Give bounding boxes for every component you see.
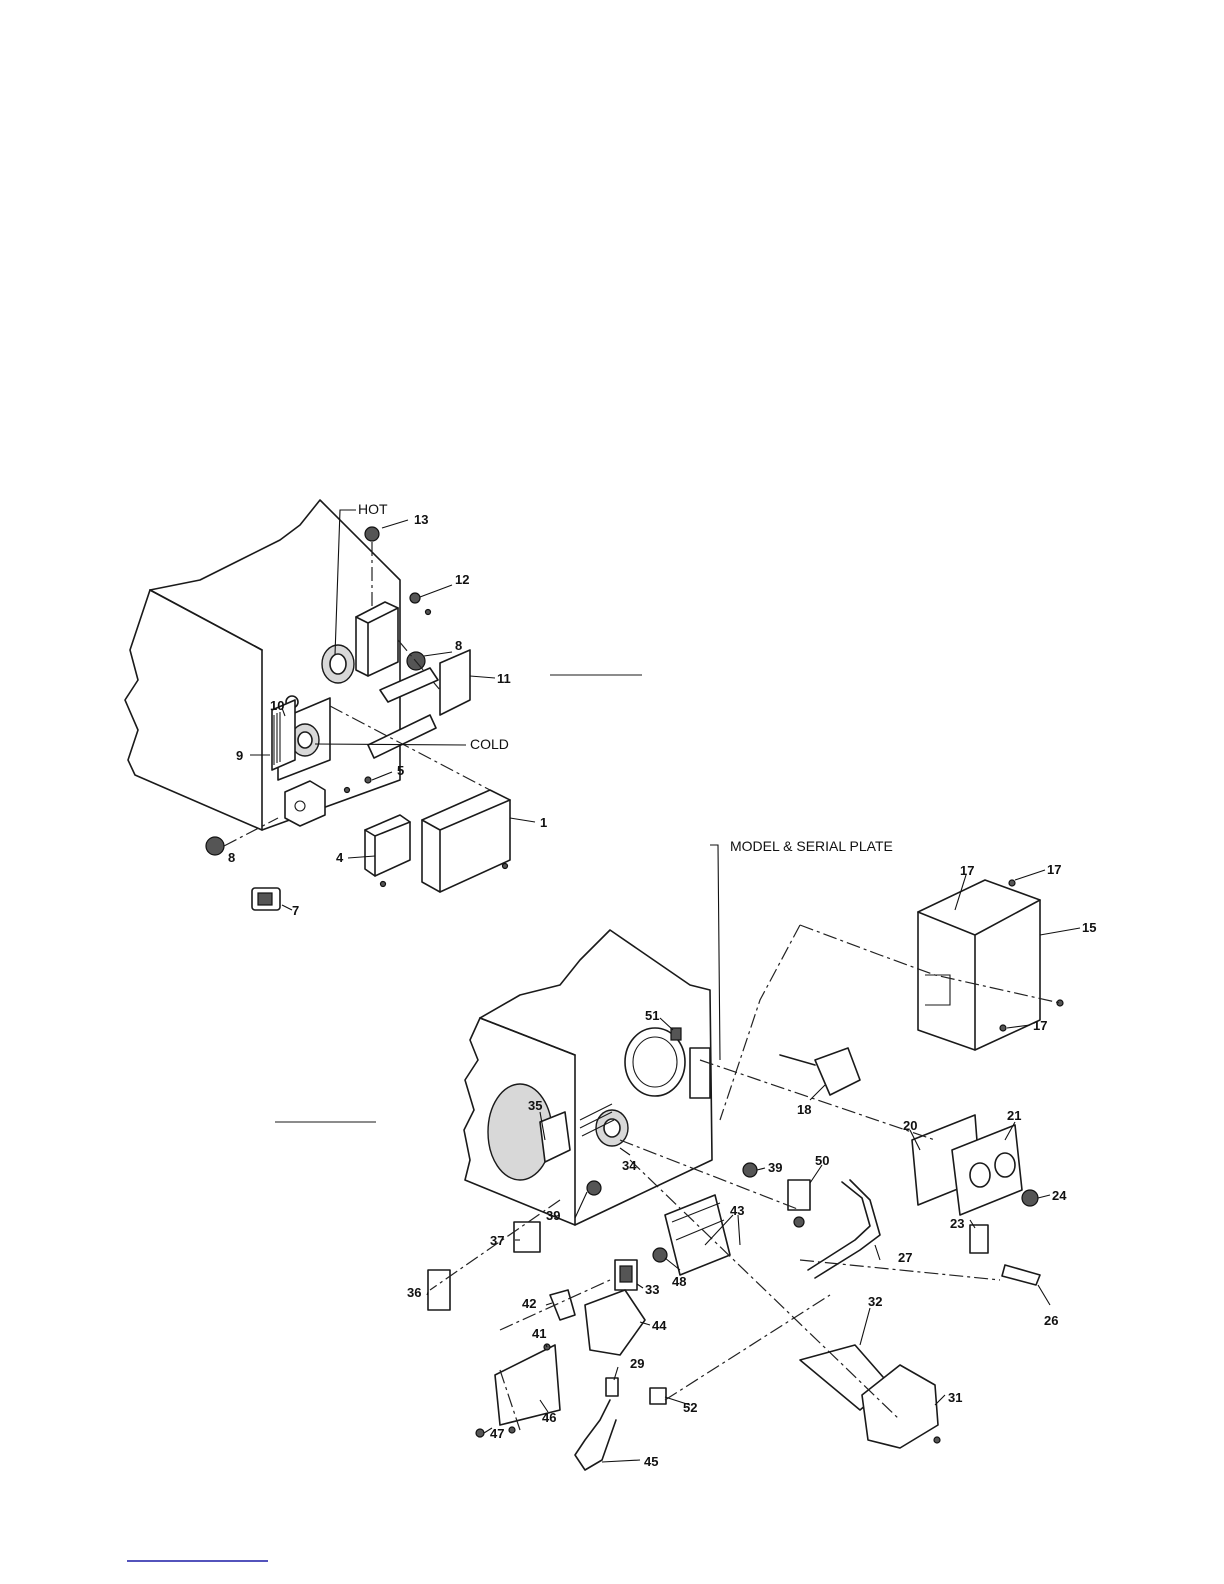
callout-44: 44 [652,1318,667,1333]
callout-29: 29 [630,1356,644,1371]
part-48-nut [653,1248,667,1262]
callout-48: 48 [672,1274,686,1289]
callout-21: 21 [1007,1108,1021,1123]
callout-42: 42 [522,1296,536,1311]
callout-46: 46 [542,1410,556,1425]
callout-12: 12 [455,572,469,587]
callout-20: 20 [903,1118,917,1133]
callout-52: 52 [683,1400,697,1415]
callout-32: 32 [868,1294,882,1309]
callout-33: 33 [645,1282,659,1297]
model-serial-plate [690,1048,710,1098]
callout-13: 13 [414,512,428,527]
part-29-fitting [606,1378,618,1396]
part-5-screw [365,777,371,783]
callout-45: 45 [644,1454,658,1469]
part-8-knob-lower [206,837,224,855]
callout-4: 4 [336,850,344,865]
callout-5: 5 [397,763,404,778]
label-model-serial-plate: MODEL & SERIAL PLATE [730,838,893,854]
part-13-knob [365,527,379,541]
callout-41: 41 [532,1326,546,1341]
callout-31: 31 [948,1390,962,1405]
callout-37: 37 [490,1233,504,1248]
part-37-switch [514,1222,540,1252]
callout-8b: 8 [228,850,235,865]
callout-17b: 17 [1047,862,1061,877]
part-26-electrode [1002,1265,1040,1285]
lower-assembly [275,845,1080,1470]
callout-10: 10 [270,698,284,713]
part-50-bracket [788,1180,810,1210]
callout-27: 27 [898,1250,912,1265]
part-44-gas-valve [585,1290,645,1355]
part-11-cover [440,650,470,715]
callout-50: 50 [815,1153,829,1168]
callout-26: 26 [1044,1313,1058,1328]
callout-17a: 17 [960,863,974,878]
callout-36: 36 [407,1285,421,1300]
part-45-tube [575,1400,616,1470]
part-27-tube [815,1180,880,1278]
label-cold: COLD [470,736,509,752]
part-47-screw [476,1429,484,1437]
part-39-grommet-upper [743,1163,757,1177]
part-23-bracket [970,1225,988,1253]
callout-24: 24 [1052,1188,1067,1203]
callout-11: 11 [497,671,511,686]
thermostat-housing [356,602,398,676]
upper-assembly [125,500,642,910]
callout-23: 23 [950,1216,964,1231]
part-17-screw-b [1000,1025,1006,1031]
callout-34: 34 [622,1158,637,1173]
part-43-element [665,1195,730,1275]
callout-47: 47 [490,1426,504,1441]
callout-35: 35 [528,1098,542,1113]
part-39-grommet-lower [587,1181,601,1195]
callout-39a: 39 [768,1160,782,1175]
callout-43: 43 [730,1203,744,1218]
callout-18: 18 [797,1102,811,1117]
callout-1: 1 [540,815,547,830]
callout-7: 7 [292,903,299,918]
callout-39b: 39 [546,1208,560,1223]
part-17-screw-a [1009,880,1015,886]
callout-9: 9 [236,748,243,763]
part-12-nut [410,593,420,603]
part-36-switch [428,1270,450,1310]
part-15-jacket [918,880,1040,1050]
callout-8: 8 [455,638,462,653]
callout-17c: 17 [1033,1018,1047,1033]
part-24-nut [1022,1190,1038,1206]
callout-51: 51 [645,1008,659,1023]
label-hot: HOT [358,501,388,517]
callout-15: 15 [1082,920,1096,935]
part-52-fitting [650,1388,666,1404]
